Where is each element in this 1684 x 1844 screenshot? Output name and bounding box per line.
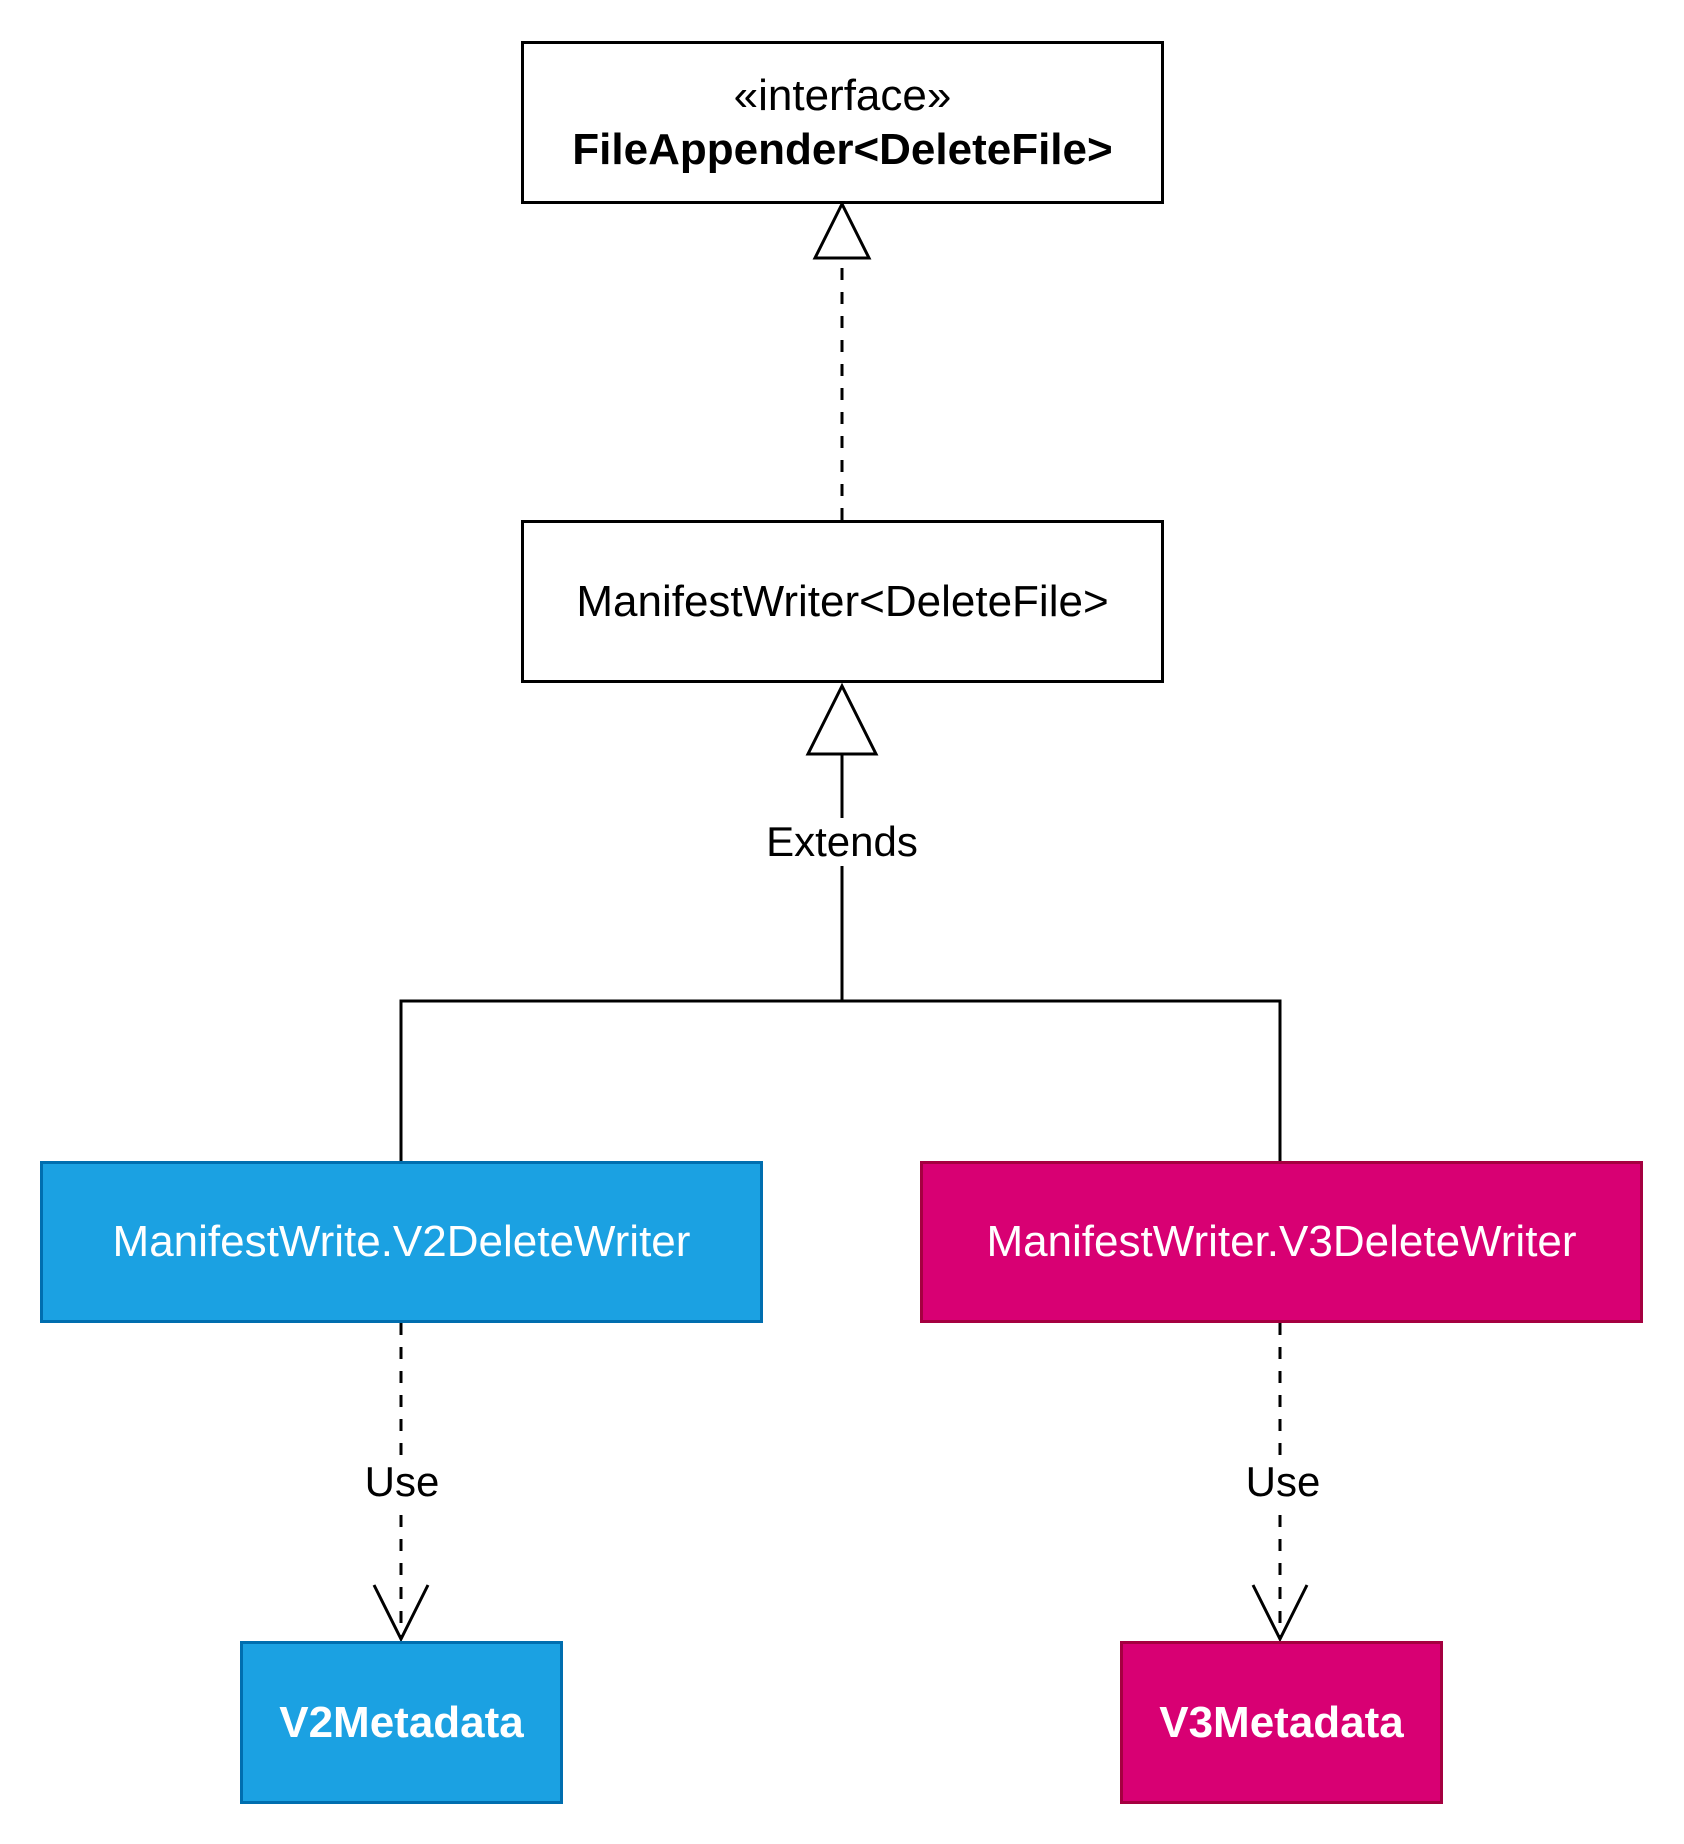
- v2-delete-writer-node[interactable]: ManifestWrite.V2DeleteWriter: [40, 1161, 763, 1323]
- v2-metadata-name: V2Metadata: [279, 1697, 524, 1747]
- use-edge-label-v3: Use: [1241, 1458, 1325, 1506]
- file-appender-name: FileAppender<DeleteFile>: [572, 124, 1113, 174]
- generalization-edge-v2: [399, 999, 842, 1161]
- v3-metadata-name: V3Metadata: [1159, 1697, 1404, 1747]
- v3-delete-writer-node[interactable]: ManifestWriter.V3DeleteWriter: [920, 1161, 1643, 1323]
- dependency-arrowhead-v3: [1251, 1584, 1309, 1643]
- extends-edge-label: Extends: [762, 818, 922, 866]
- manifest-writer-name: ManifestWriter<DeleteFile>: [576, 576, 1109, 626]
- file-appender-interface-node[interactable]: «interface» FileAppender<DeleteFile>: [521, 41, 1164, 204]
- v2-metadata-node[interactable]: V2Metadata: [240, 1641, 563, 1804]
- v2-delete-writer-name: ManifestWrite.V2DeleteWriter: [112, 1217, 691, 1266]
- manifest-writer-node[interactable]: ManifestWriter<DeleteFile>: [521, 520, 1164, 683]
- interface-stereotype: «interface»: [733, 70, 952, 120]
- generalization-edge-v3: [842, 999, 1282, 1161]
- dependency-arrowhead-v2: [372, 1584, 430, 1643]
- v3-metadata-node[interactable]: V3Metadata: [1120, 1641, 1443, 1804]
- v3-delete-writer-name: ManifestWriter.V3DeleteWriter: [986, 1217, 1577, 1266]
- use-edge-label-v2: Use: [360, 1458, 444, 1506]
- generalization-arrowhead: [805, 682, 879, 756]
- realization-arrowhead: [812, 200, 872, 260]
